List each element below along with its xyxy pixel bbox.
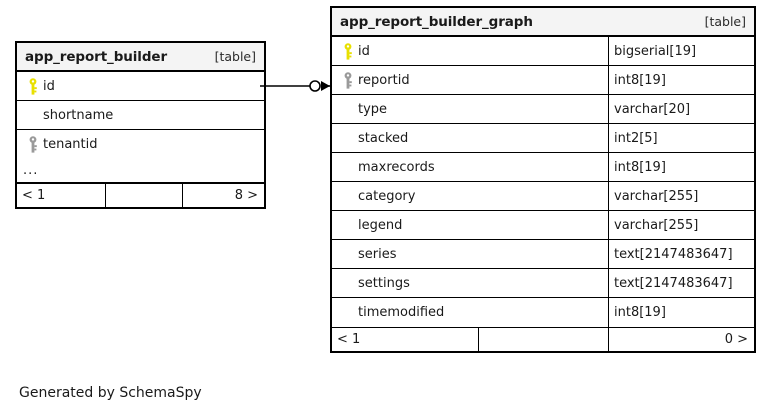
key-icon-placeholder <box>338 153 358 181</box>
relationship-connector <box>260 80 332 92</box>
er-column-name: timemodified <box>358 305 445 320</box>
zero-circle-icon <box>309 80 321 92</box>
er-table-type-tag: [table] <box>214 49 256 64</box>
er-table-title: app_report_builder <box>25 48 168 65</box>
er-column-row[interactable]: legend varchar[255] <box>332 211 754 240</box>
pager-prev-button[interactable]: < 1 <box>337 332 361 347</box>
er-column-type: int2[5] <box>608 124 754 152</box>
er-column-name: type <box>358 101 388 117</box>
er-column-row[interactable]: id <box>17 72 264 101</box>
key-icon-placeholder <box>338 124 358 152</box>
er-column-type: varchar[20] <box>608 95 754 123</box>
er-column-name-cell: legend <box>332 211 608 239</box>
er-column-name-cell: category <box>332 182 608 210</box>
er-column-type: varchar[255] <box>608 182 754 210</box>
er-column-name: settings <box>358 275 410 291</box>
er-column-name-cell: id <box>17 72 264 100</box>
key-icon-placeholder <box>338 240 358 268</box>
pager-next-button[interactable]: 8 > <box>182 184 264 207</box>
key-icon-placeholder <box>338 182 358 210</box>
er-column-name: stacked <box>358 130 409 146</box>
er-column-name-cell: tenantid <box>17 130 264 159</box>
key-icon-placeholder <box>338 269 358 297</box>
er-column-name: legend <box>358 217 403 233</box>
er-column-list: id shortname tenantid <box>17 72 264 159</box>
er-table-header: app_report_builder [table] <box>17 43 264 72</box>
er-table-title: app_report_builder_graph <box>340 13 533 30</box>
er-more-columns-indicator: ... <box>17 159 264 183</box>
index-key-icon <box>338 66 358 94</box>
er-column-type: text[2147483647] <box>608 269 754 297</box>
er-column-row[interactable]: settings text[2147483647] <box>332 269 754 298</box>
er-column-name-cell: type <box>332 95 608 123</box>
er-column-type: int8[19] <box>608 153 754 181</box>
primary-key-icon <box>23 72 43 100</box>
er-column-name-cell: shortname <box>17 101 264 129</box>
pager-middle-cell <box>105 184 182 207</box>
pager-next-button[interactable]: 0 > <box>608 328 754 351</box>
key-icon-placeholder <box>338 95 358 123</box>
er-column-name: shortname <box>43 107 114 123</box>
er-column-type: bigserial[19] <box>608 37 754 65</box>
key-icon-placeholder <box>338 211 358 239</box>
er-table-app-report-builder-graph[interactable]: app_report_builder_graph [table] id bigse… <box>330 6 756 353</box>
er-column-list: id bigserial[19] reportid int8[19] type varch… <box>332 37 754 327</box>
er-column-name-cell: series <box>332 240 608 268</box>
er-column-name: tenantid <box>43 137 98 152</box>
er-column-name: series <box>358 246 397 262</box>
er-column-row[interactable]: stacked int2[5] <box>332 124 754 153</box>
er-table-header: app_report_builder_graph [table] <box>332 8 754 37</box>
generated-by-caption: Generated by SchemaSpy <box>19 385 202 401</box>
pager-prev-button[interactable]: < 1 <box>22 188 46 203</box>
primary-key-icon <box>338 37 358 65</box>
er-column-name: category <box>358 188 416 204</box>
er-column-name-cell: reportid <box>332 66 608 94</box>
er-column-type: text[2147483647] <box>608 240 754 268</box>
er-column-name-cell: settings <box>332 269 608 297</box>
er-column-row[interactable]: reportid int8[19] <box>332 66 754 95</box>
er-column-row[interactable]: shortname <box>17 101 264 130</box>
er-column-name-cell: stacked <box>332 124 608 152</box>
index-key-icon <box>23 130 43 159</box>
er-column-row[interactable]: id bigserial[19] <box>332 37 754 66</box>
er-column-name: maxrecords <box>358 159 435 175</box>
er-table-app-report-builder[interactable]: app_report_builder [table] id shortname te… <box>15 41 266 209</box>
er-column-type: int8[19] <box>608 66 754 94</box>
er-column-row[interactable]: timemodified int8[19] <box>332 298 754 327</box>
er-column-row[interactable]: category varchar[255] <box>332 182 754 211</box>
key-icon-placeholder <box>338 298 358 327</box>
er-table-pager: < 1 8 > <box>17 183 264 207</box>
er-table-pager: < 1 0 > <box>332 327 754 351</box>
crowsfoot-arrow-icon <box>321 81 330 91</box>
er-column-row[interactable]: type varchar[20] <box>332 95 754 124</box>
er-column-type: int8[19] <box>608 298 754 327</box>
er-column-name-cell: id <box>332 37 608 65</box>
er-column-name-cell: maxrecords <box>332 153 608 181</box>
pager-middle-cell <box>478 328 608 351</box>
key-icon-placeholder <box>23 101 43 129</box>
er-column-row[interactable]: maxrecords int8[19] <box>332 153 754 182</box>
er-column-name: id <box>358 43 370 59</box>
er-column-type: varchar[255] <box>608 211 754 239</box>
er-column-name-cell: timemodified <box>332 298 608 327</box>
er-column-name: id <box>43 78 55 94</box>
er-column-row[interactable]: tenantid <box>17 130 264 159</box>
er-column-name: reportid <box>358 72 410 88</box>
er-table-type-tag: [table] <box>704 14 746 29</box>
er-column-row[interactable]: series text[2147483647] <box>332 240 754 269</box>
